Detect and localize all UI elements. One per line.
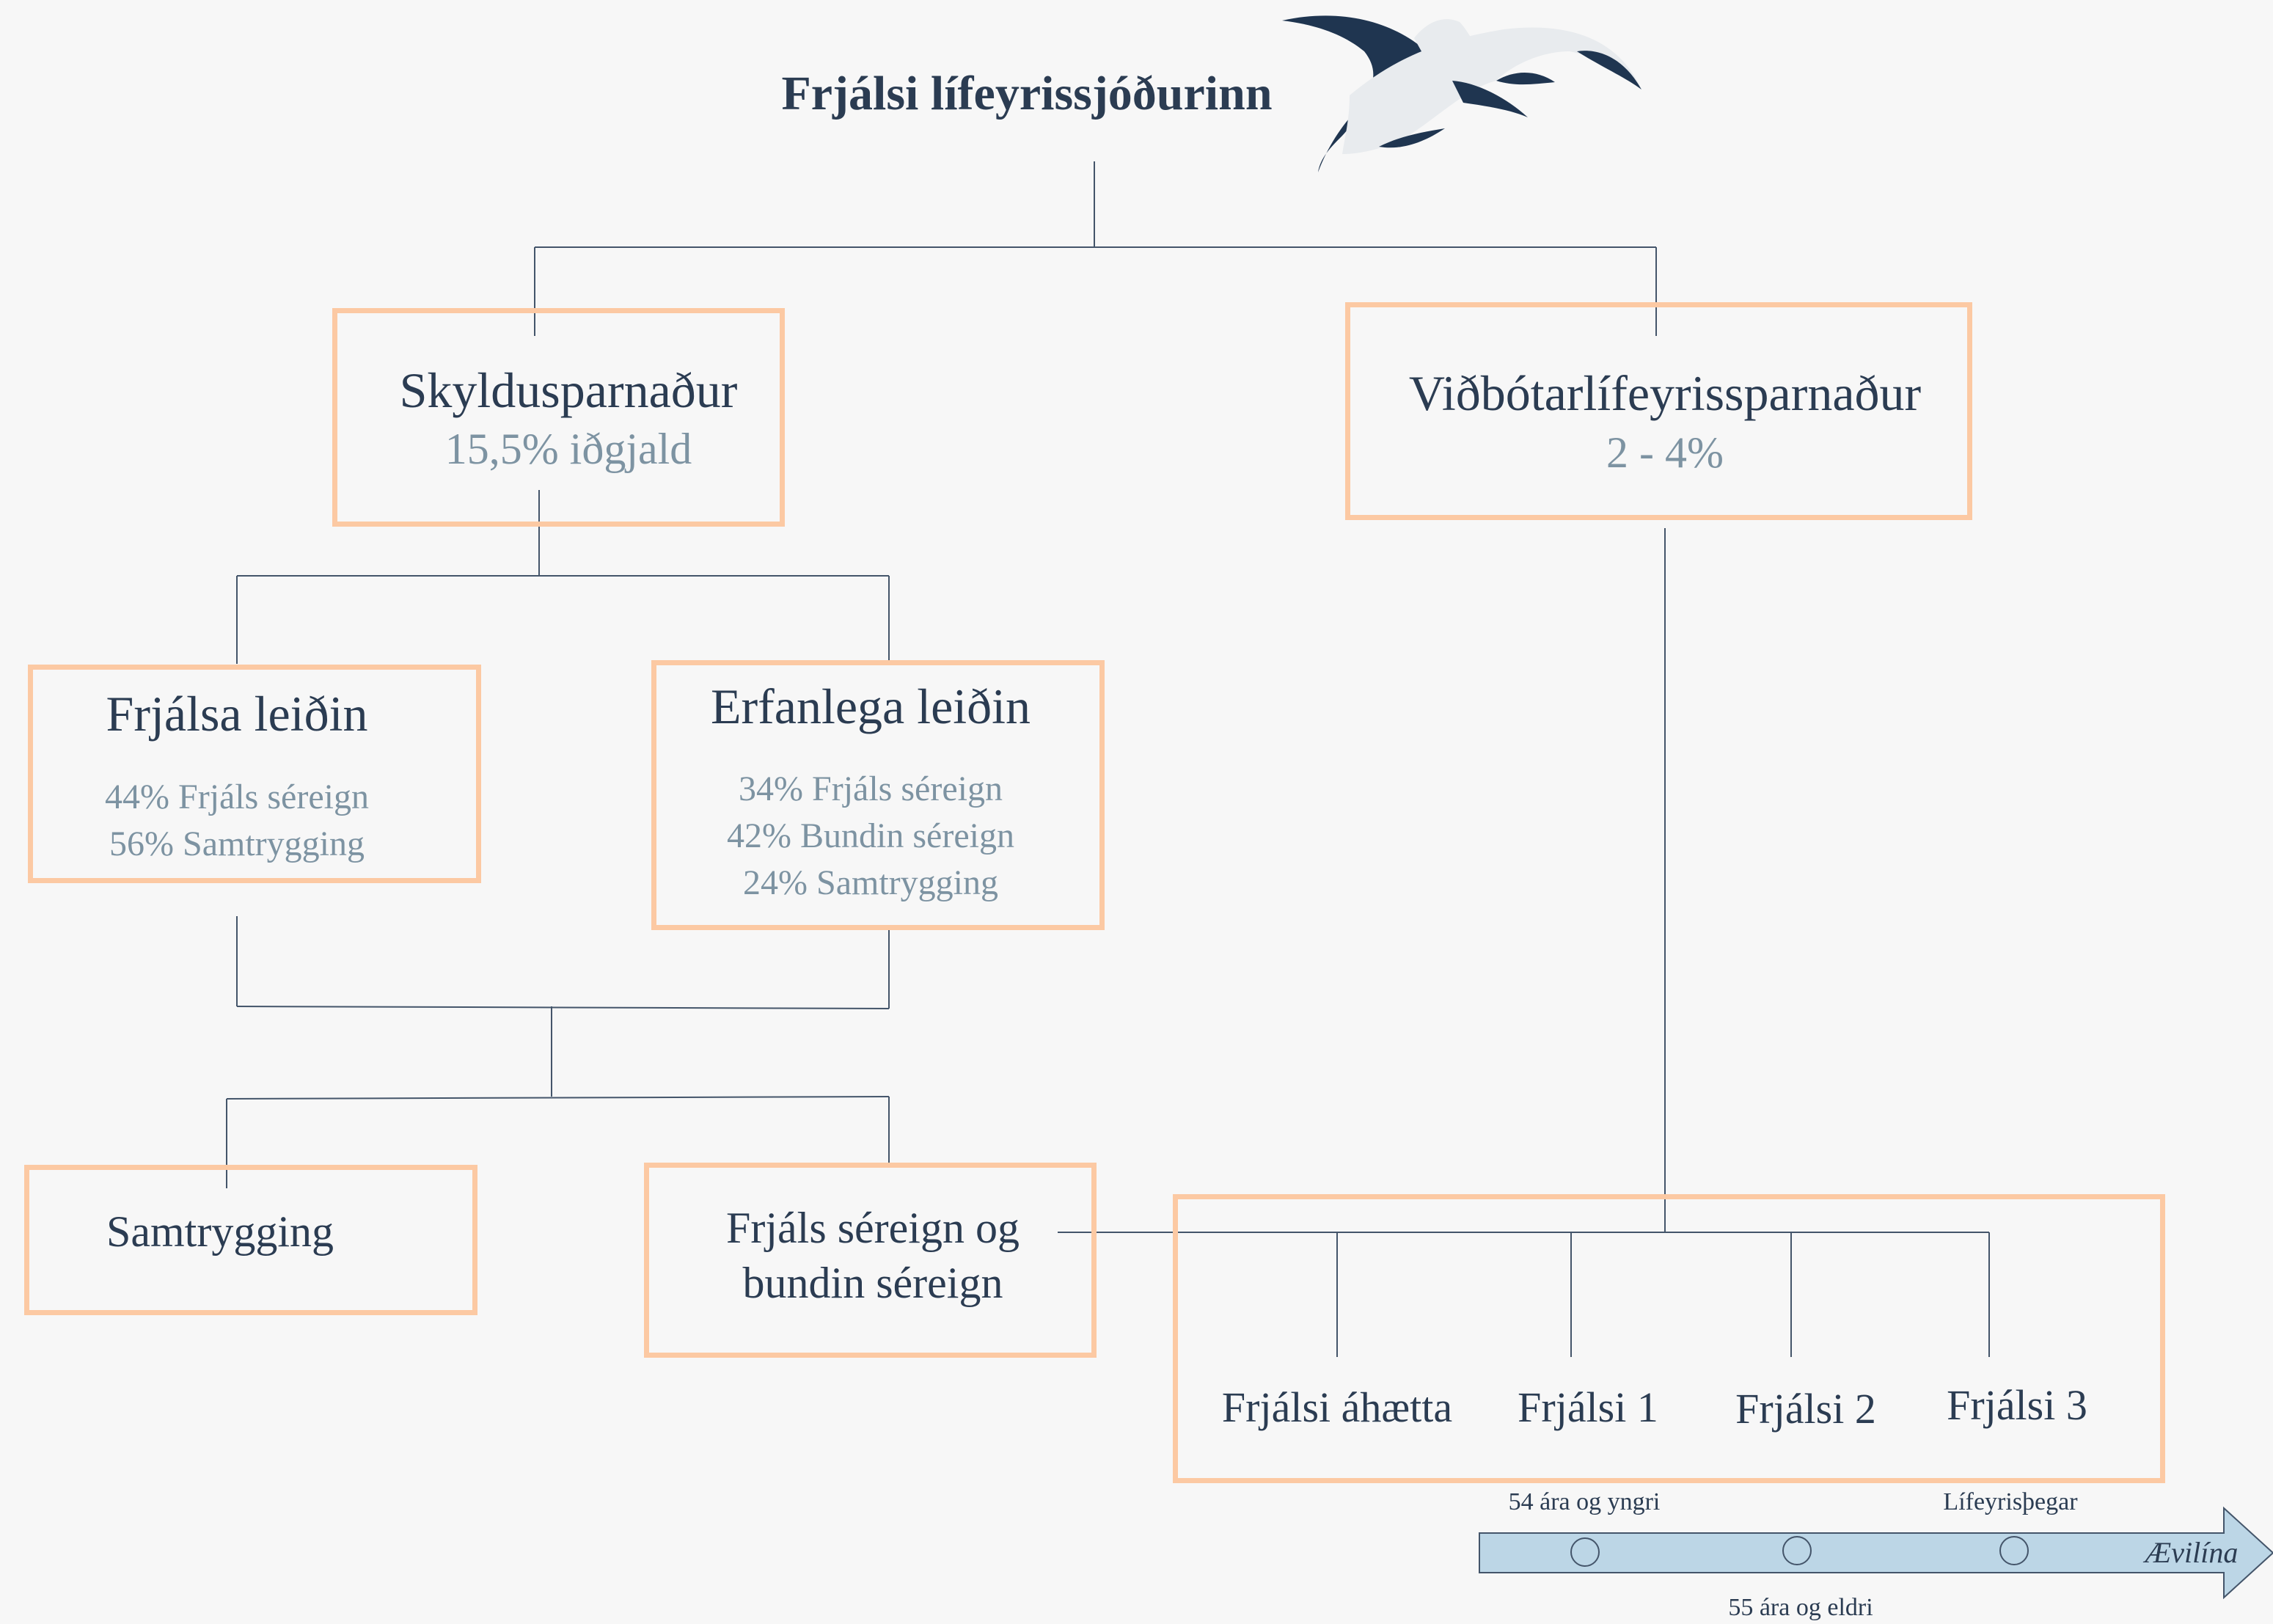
sereign-box	[644, 1163, 1097, 1358]
fund-frjalsi-ahaetta: Frjálsi áhætta	[1221, 1383, 1453, 1431]
fund-frjalsi-1: Frjálsi 1	[1518, 1383, 1658, 1431]
sereign-label-line-2: bundin séreign	[742, 1259, 1003, 1307]
vidbotar-rate: 2 - 4%	[1606, 428, 1724, 477]
timeline-label-55-plus: 55 ára og eldri	[1728, 1594, 1873, 1621]
timeline-label-pensioners: Lífeyrisþegar	[1943, 1488, 2078, 1515]
fund-frjalsi-3: Frjálsi 3	[1947, 1381, 2087, 1429]
frjalsa-leidin-label: Frjálsa leiðin	[106, 686, 368, 742]
frjalsa-leidin-box	[28, 665, 481, 883]
timeline-end-label: Ævilína	[2145, 1536, 2239, 1569]
samtrygging-label: Samtrygging	[106, 1207, 334, 1256]
page-title: Frjálsi lífeyrissjóðurinn	[781, 67, 1273, 120]
erfanlega-leidin-box	[651, 660, 1105, 930]
timeline-arrow	[1479, 1506, 2273, 1600]
sereign-label-line-1: Frjáls séreign og	[726, 1204, 1020, 1252]
funds-box	[1173, 1194, 2165, 1483]
timeline-marker-2	[1782, 1536, 1812, 1565]
timeline-marker-1	[1570, 1537, 1600, 1567]
frjalsa-leidin-line-2: 56% Samtrygging	[109, 824, 365, 863]
vidbotar-box	[1345, 302, 1972, 520]
erfanlega-leidin-line-1: 34% Frjáls séreign	[739, 769, 1003, 808]
skyldusparnadur-box	[332, 308, 785, 527]
vidbotar-label: Viðbótarlífeyrissparnaður	[1408, 365, 1922, 421]
erfanlega-leidin-line-3: 24% Samtrygging	[743, 863, 998, 902]
erfanlega-leidin-label: Erfanlega leiðin	[710, 679, 1031, 734]
fund-frjalsi-2: Frjálsi 2	[1735, 1385, 1876, 1433]
frjalsa-leidin-line-1: 44% Frjáls séreign	[105, 778, 369, 816]
timeline-marker-3	[1999, 1536, 2029, 1565]
skyldusparnadur-label: Skyldusparnaður	[399, 362, 738, 418]
skyldusparnadur-rate: 15,5% iðgjald	[444, 425, 692, 473]
samtrygging-box	[24, 1165, 477, 1315]
erfanlega-leidin-line-2: 42% Bundin séreign	[727, 816, 1014, 855]
timeline-label-under-54: 54 ára og yngri	[1508, 1488, 1661, 1515]
seagulls-logo	[1282, 15, 1641, 172]
